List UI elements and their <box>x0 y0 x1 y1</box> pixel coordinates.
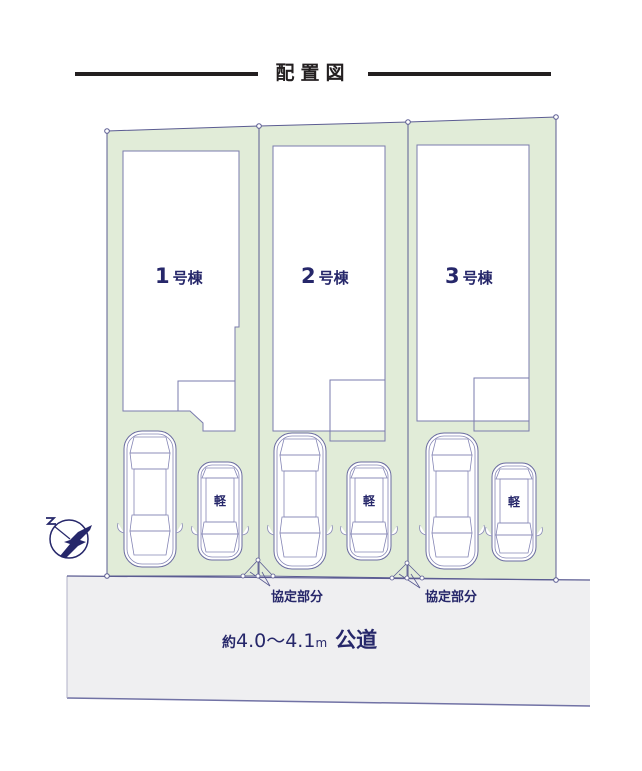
plan-title-bar: 配置図 <box>0 58 642 90</box>
road-name: 公道 <box>335 628 378 652</box>
agreement-label-2: 協定部分 <box>425 590 478 605</box>
road-unit: m <box>315 636 328 650</box>
lot-3-suffix: 号棟 <box>462 269 493 287</box>
road-width: 4.0〜4.1 <box>236 630 316 652</box>
compact-car-label-3: 軽 <box>508 495 521 509</box>
lot-1-suffix: 号棟 <box>172 269 203 287</box>
lot-1-number: 1 <box>155 264 170 288</box>
parking-compact-car-2 <box>340 461 398 561</box>
north-arrow-bird-icon <box>45 517 92 559</box>
road-prefix: 約 <box>222 635 236 651</box>
agreement-corner-marker-1 <box>240 557 276 587</box>
parking-car-1 <box>117 430 183 568</box>
compact-car-label-2: 軽 <box>363 494 376 508</box>
lot-3-number: 3 <box>445 264 460 288</box>
public-road <box>66 576 591 707</box>
boundary-points <box>104 114 559 583</box>
building-1 <box>122 150 240 432</box>
parking-car-2 <box>267 432 333 570</box>
agreement-corner-marker-2 <box>389 560 425 589</box>
building-3 <box>416 144 530 432</box>
plan-title: 配置図 <box>275 62 351 84</box>
parking-car-3 <box>419 432 485 570</box>
parking-compact-car-3 <box>485 462 543 562</box>
lot-2-number: 2 <box>301 264 316 288</box>
parking-compact-car-1 <box>191 461 249 561</box>
title-rule-right <box>368 72 551 76</box>
title-rule-left <box>75 72 258 76</box>
lot-2-suffix: 号棟 <box>318 269 349 287</box>
building-2 <box>272 145 386 442</box>
road-label: 約4.0〜4.1m 公道 <box>222 624 377 654</box>
agreement-label-1: 協定部分 <box>271 590 324 605</box>
compact-car-label-1: 軽 <box>214 494 227 508</box>
